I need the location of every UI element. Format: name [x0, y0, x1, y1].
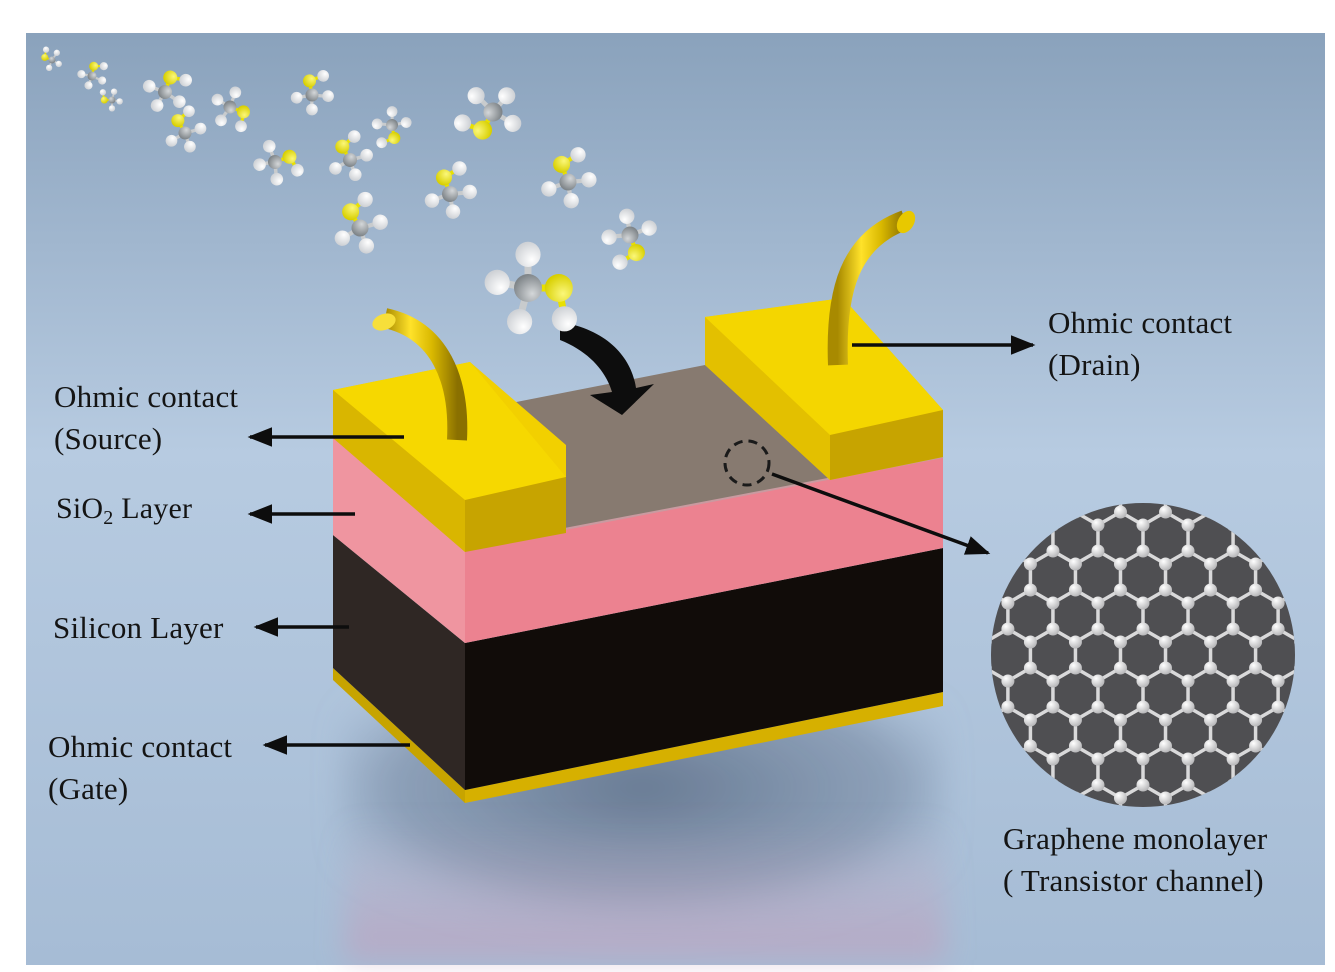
sio2-layer-front	[465, 457, 943, 643]
label-silicon-text: Silicon Layer	[53, 610, 224, 645]
label-graphene-line2: ( Transistor channel)	[1003, 863, 1264, 898]
drain-wire	[827, 210, 909, 366]
label-gate: Ohmic contact (Gate)	[48, 726, 232, 810]
label-sio2-suffix: Layer	[113, 492, 193, 525]
methanethiol-molecule-icon	[77, 61, 108, 90]
transistor-device	[333, 210, 944, 803]
pointer-arrows	[247, 335, 1036, 755]
adsorption-arrow-icon	[560, 322, 654, 415]
methanethiol-molecule-icon	[142, 70, 192, 112]
silicon-layer-front	[465, 548, 943, 790]
methanethiol-molecule-icon	[329, 130, 373, 182]
label-silicon: Silicon Layer	[53, 607, 223, 649]
methanethiol-molecule-icon	[41, 46, 62, 72]
methanethiol-molecule-icon	[424, 161, 477, 219]
label-sio2: SiO2 Layer	[56, 488, 192, 530]
label-gate-line1: Ohmic contact	[48, 729, 233, 764]
label-sio2-subscript: 2	[103, 507, 114, 529]
methanethiol-molecule-icon	[165, 105, 207, 153]
gate-contact-side	[333, 668, 465, 803]
label-gate-line2: (Gate)	[48, 771, 129, 806]
gate-contact-front	[465, 692, 943, 803]
methanethiol-molecule-icon	[454, 87, 522, 140]
methanethiol-molecule-icon	[290, 70, 334, 116]
graphene-pointer	[771, 472, 991, 555]
source-wire	[382, 308, 468, 441]
methanethiol-molecule-icon	[253, 139, 304, 186]
label-sio2-prefix: SiO	[56, 492, 104, 525]
methanethiol-molecule-icon	[484, 241, 577, 335]
silicon-layer-side	[333, 535, 465, 790]
methanethiol-molecule-icon	[601, 208, 657, 270]
methanethiol-molecule-icon	[99, 88, 123, 112]
label-graphene-line1: Graphene monolayer	[1003, 821, 1268, 856]
zoom-region-marker	[723, 439, 771, 487]
label-source-line2: (Source)	[54, 421, 163, 456]
label-source: Ohmic contact (Source)	[54, 376, 238, 460]
label-drain-line1: Ohmic contact	[1048, 305, 1233, 340]
methanethiol-molecule-icon	[211, 86, 250, 133]
label-drain: Ohmic contact (Drain)	[1048, 302, 1232, 386]
methanethiol-molecules	[41, 46, 657, 335]
label-source-line1: Ohmic contact	[54, 379, 239, 414]
label-graphene: Graphene monolayer ( Transistor channel)	[1003, 818, 1267, 902]
sio2-layer-side	[333, 438, 465, 643]
methanethiol-molecule-icon	[541, 147, 597, 209]
label-drain-line2: (Drain)	[1048, 347, 1141, 382]
methanethiol-molecule-icon	[334, 191, 388, 254]
methanethiol-molecule-icon	[371, 106, 412, 149]
